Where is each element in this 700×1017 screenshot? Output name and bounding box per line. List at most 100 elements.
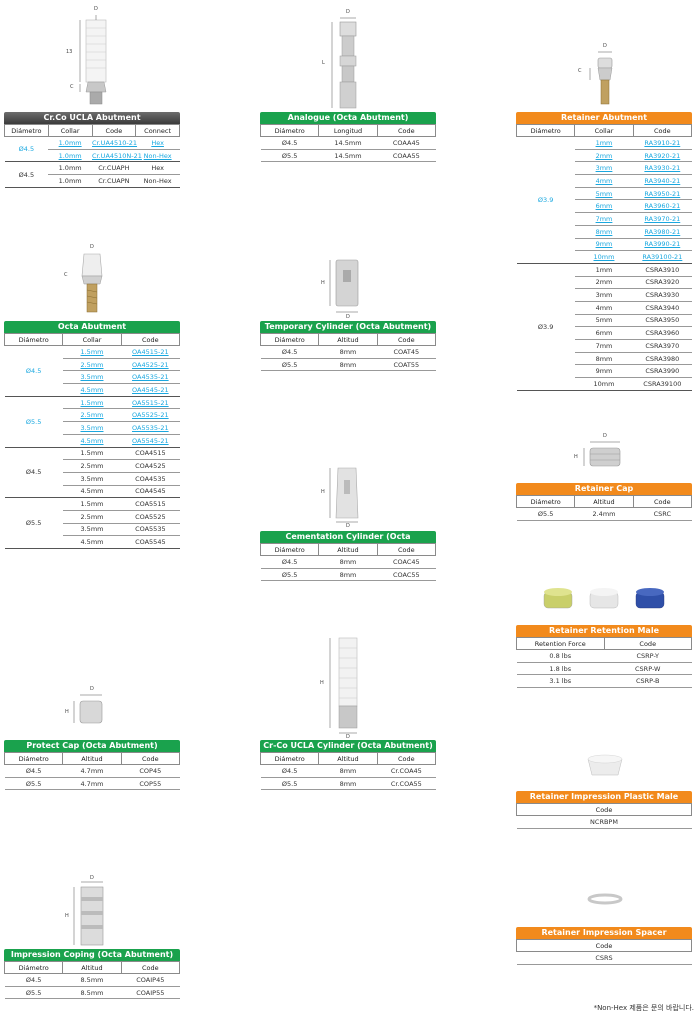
code-link[interactable]: OA4515-21 <box>121 345 180 359</box>
code-link[interactable]: RA3950-21 <box>633 187 692 201</box>
code-link[interactable]: OA5545-21 <box>121 434 180 448</box>
collar-cell[interactable]: 3.5mm <box>62 370 122 385</box>
table-cell: 8.5mm <box>62 973 122 987</box>
section-title: Protect Cap (Octa Abutment) <box>4 740 180 752</box>
code-link[interactable]: OA5515-21 <box>121 396 180 410</box>
code-cell: COAA45 <box>377 136 436 150</box>
table-cell: 1.8 lbs <box>516 662 604 676</box>
retainer-cap-image: D H <box>516 430 692 483</box>
section-title: Temporary Cylinder (Octa Abutment) <box>260 321 436 333</box>
impression-spacer-table: Code CSRS <box>516 939 692 965</box>
temporary-cylinder-image: H D <box>260 252 436 321</box>
table-row: CSRS <box>516 951 692 965</box>
collar-cell: 2.5mm <box>62 510 122 524</box>
table-cell: Ø5.5 <box>260 777 319 791</box>
impression-spacer-block: Retainer Impression Spacer Code CSRS <box>516 883 692 965</box>
code-link[interactable]: OA5525-21 <box>121 408 180 423</box>
code-cell: CSRC <box>633 507 692 521</box>
table-cell: 8.5mm <box>62 986 122 1000</box>
dim-label-d: D <box>603 43 607 49</box>
section-title: Octa Abutment <box>4 321 180 333</box>
table-cell[interactable]: 1.0mm <box>48 136 92 150</box>
collar-cell[interactable]: 2.5mm <box>62 358 122 372</box>
table-cell: Ø4.5 <box>260 345 319 359</box>
impression-plastic-male-illustration <box>587 754 623 776</box>
collar-cell[interactable]: 4mm <box>574 174 634 188</box>
table-cell[interactable]: Hex <box>135 136 180 150</box>
table-header-row: Diámetro Altitud Code <box>3 961 181 974</box>
collar-cell[interactable]: 2mm <box>574 149 634 163</box>
crco-ucla-cylinder-illustration <box>329 637 358 734</box>
header-cell: Altitud <box>62 961 122 974</box>
code-cell: NCRBPM <box>516 815 692 829</box>
code-link[interactable]: RA3940-21 <box>633 174 692 188</box>
collar-cell: 7mm <box>574 339 634 353</box>
section-title: Cr-Co UCLA Cylinder (Octa Abutment) <box>260 740 436 752</box>
dim-label-h: H <box>321 489 325 495</box>
code-link[interactable]: OA4535-21 <box>121 370 180 385</box>
code-link[interactable]: OA4545-21 <box>121 383 180 397</box>
code-link[interactable]: OA4525-21 <box>121 358 180 372</box>
table-row: 1.0mm Cr.UA4510N-21 Non-Hex <box>5 149 180 163</box>
collar-cell[interactable]: 4.5mm <box>62 434 122 448</box>
code-link[interactable]: OA5535-21 <box>121 421 180 435</box>
code-link[interactable]: RA3910-21 <box>633 136 692 150</box>
temporary-cylinder-block: H D Temporary Cylinder (Octa Abutment) D… <box>259 252 437 372</box>
octa-abutment-block: D C Octa Abutment Diámetro Collar Code Ø… <box>3 240 181 549</box>
table-cell: Ø4.5 <box>4 973 63 987</box>
code-link[interactable]: RA39100-21 <box>633 250 692 264</box>
collar-cell[interactable]: 3mm <box>574 161 634 176</box>
table-cell: Ø4.5 <box>260 555 319 569</box>
collar-cell[interactable]: 6mm <box>574 199 634 214</box>
collar-cell[interactable]: 1.5mm <box>62 396 122 410</box>
code-link[interactable]: RA3930-21 <box>633 161 692 176</box>
collar-cell[interactable]: 10mm <box>574 250 634 264</box>
code-link[interactable]: Cr.UA4510N-21 <box>92 149 142 163</box>
header-cell: Diámetro <box>3 333 64 346</box>
collar-cell[interactable]: 8mm <box>574 225 634 239</box>
code-link[interactable]: RA3990-21 <box>633 238 692 252</box>
collar-cell[interactable]: 2.5mm <box>62 408 122 423</box>
collar-cell[interactable]: 5mm <box>574 187 634 201</box>
code-cell: CSRA3920 <box>633 276 692 290</box>
code-link[interactable]: RA3970-21 <box>633 212 692 226</box>
collar-cell: 4.5mm <box>62 485 122 499</box>
code-link[interactable]: Cr.UA4510-21 <box>92 136 137 150</box>
code-link[interactable]: RA3960-21 <box>633 199 692 214</box>
impression-plastic-male-table: Code NCRBPM <box>516 803 692 829</box>
collar-cell[interactable]: 1mm <box>574 136 634 150</box>
code-cell: CSRA3960 <box>633 326 692 340</box>
collar-cell[interactable]: 9mm <box>574 238 634 252</box>
dim-label-c: C <box>64 272 68 278</box>
collar-cell[interactable]: 4.5mm <box>62 383 122 397</box>
protect-cap-image: D H <box>4 683 180 740</box>
table-header-row: Diámetro Altitud Code <box>259 752 437 765</box>
table-cell[interactable]: Non-Hex <box>135 149 180 163</box>
collar-cell[interactable]: 7mm <box>574 212 634 226</box>
collar-cell[interactable]: 3.5mm <box>62 421 122 435</box>
table-cell[interactable]: 1.0mm <box>48 149 92 163</box>
code-link[interactable]: RA3980-21 <box>633 225 692 239</box>
table-cell: Ø5.5 <box>516 507 575 521</box>
collar-cell[interactable]: 1.5mm <box>62 345 122 359</box>
header-cell: Diámetro <box>515 124 576 137</box>
table-cell: 8mm <box>318 555 378 569</box>
retainer-abutment-image: D C <box>516 40 692 112</box>
section-title: Cr.Co UCLA Abutment <box>4 112 180 124</box>
header-cell: Diámetro <box>259 124 320 137</box>
code-link[interactable]: RA3920-21 <box>633 149 692 163</box>
dim-label-d: D <box>94 6 98 12</box>
